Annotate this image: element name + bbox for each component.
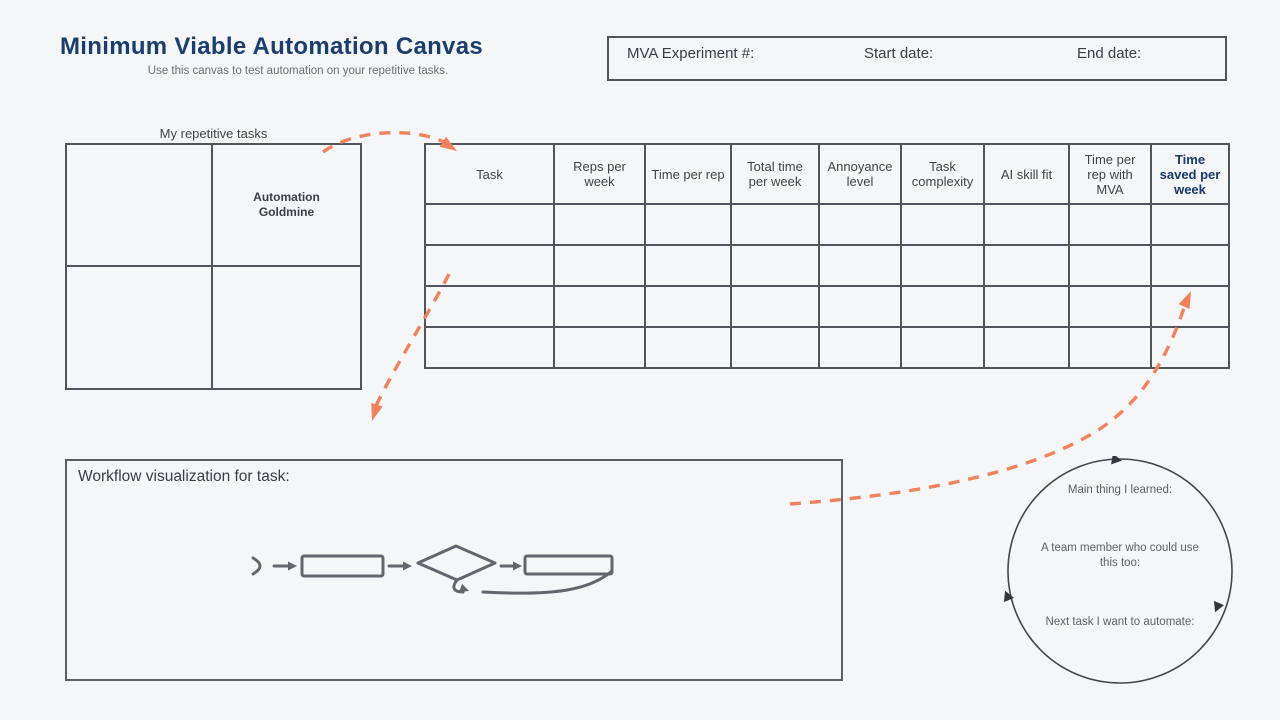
cycle-item-next-task[interactable]: Next task I want to automate:: [1045, 616, 1195, 628]
table-row: [424, 285, 1230, 328]
repetitive-tasks-grid: Automation Goldmine: [65, 143, 362, 390]
table-cell[interactable]: [900, 326, 985, 369]
cycle-arrowhead-left: [1003, 590, 1015, 603]
task-table: Task Reps per week Time per rep Total ti…: [424, 143, 1230, 369]
col-header-reps-per-week: Reps per week: [553, 143, 646, 205]
table-cell[interactable]: [644, 285, 732, 328]
table-cell[interactable]: [553, 326, 646, 369]
table-row: [424, 203, 1230, 246]
col-header-task: Task: [424, 143, 555, 205]
table-cell[interactable]: [1068, 326, 1152, 369]
table-cell[interactable]: [553, 203, 646, 246]
workflow-title: Workflow visualization for task:: [78, 468, 290, 485]
table-cell[interactable]: [553, 244, 646, 287]
table-cell[interactable]: [1150, 203, 1230, 246]
table-cell[interactable]: [1150, 244, 1230, 287]
col-header-time-with-mva: Time per rep with MVA: [1068, 143, 1152, 205]
table-cell[interactable]: [730, 285, 820, 328]
table-cell[interactable]: [424, 203, 555, 246]
table-cell[interactable]: [730, 244, 820, 287]
quadrant-top-left[interactable]: [67, 145, 213, 267]
col-header-ai-skill-fit: AI skill fit: [983, 143, 1070, 205]
cycle-item-team-member[interactable]: A team member who could use this too:: [1041, 542, 1199, 569]
page-subtitle: Use this canvas to test automation on yo…: [147, 65, 449, 77]
quadrant-bottom-left[interactable]: [67, 267, 213, 388]
col-header-annoyance: Annoyance level: [818, 143, 902, 205]
end-date-label: End date:: [1077, 45, 1142, 62]
table-cell[interactable]: [730, 326, 820, 369]
table-cell[interactable]: [900, 244, 985, 287]
table-cell[interactable]: [818, 244, 902, 287]
repetitive-tasks-label: My repetitive tasks: [159, 126, 268, 141]
cycle-arrowhead-top: [1111, 456, 1122, 465]
page-title: Minimum Viable Automation Canvas: [60, 33, 484, 60]
col-header-time-saved: Time saved per week: [1150, 143, 1230, 205]
table-cell[interactable]: [553, 285, 646, 328]
table-row: [424, 326, 1230, 369]
table-cell[interactable]: [900, 285, 985, 328]
table-cell[interactable]: [644, 244, 732, 287]
col-header-complexity: Task complexity: [900, 143, 985, 205]
arrowhead-table-to-workflow: [371, 402, 383, 421]
workflow-box[interactable]: Workflow visualization for task:: [65, 459, 843, 681]
experiment-meta-box[interactable]: MVA Experiment #: Start date: End date:: [607, 36, 1227, 81]
table-header-row: Task Reps per week Time per rep Total ti…: [424, 143, 1230, 205]
table-cell[interactable]: [983, 326, 1070, 369]
table-row: [424, 244, 1230, 287]
cycle-arrowhead-right: [1213, 600, 1225, 613]
table-cell[interactable]: [1068, 285, 1152, 328]
table-cell[interactable]: [730, 203, 820, 246]
col-header-total-time: Total time per week: [730, 143, 820, 205]
table-cell[interactable]: [818, 326, 902, 369]
quadrant-automation-goldmine[interactable]: Automation Goldmine: [213, 145, 360, 267]
experiment-number-label: MVA Experiment #:: [627, 45, 755, 62]
table-cell[interactable]: [1150, 285, 1230, 328]
table-cell[interactable]: [1150, 326, 1230, 369]
table-cell[interactable]: [424, 244, 555, 287]
cycle-item-learned[interactable]: Main thing I learned:: [1067, 484, 1173, 496]
quadrant-bottom-right[interactable]: [213, 267, 360, 388]
automation-goldmine-label: Automation Goldmine: [253, 190, 320, 219]
table-cell[interactable]: [644, 326, 732, 369]
table-cell[interactable]: [818, 203, 902, 246]
table-cell[interactable]: [983, 203, 1070, 246]
table-cell[interactable]: [1068, 244, 1152, 287]
table-cell[interactable]: [900, 203, 985, 246]
table-cell[interactable]: [983, 244, 1070, 287]
table-cell[interactable]: [1068, 203, 1152, 246]
table-cell[interactable]: [424, 285, 555, 328]
table-cell[interactable]: [983, 285, 1070, 328]
table-cell[interactable]: [424, 326, 555, 369]
table-cell[interactable]: [644, 203, 732, 246]
col-header-time-per-rep: Time per rep: [644, 143, 732, 205]
start-date-label: Start date:: [864, 45, 934, 62]
table-cell[interactable]: [818, 285, 902, 328]
